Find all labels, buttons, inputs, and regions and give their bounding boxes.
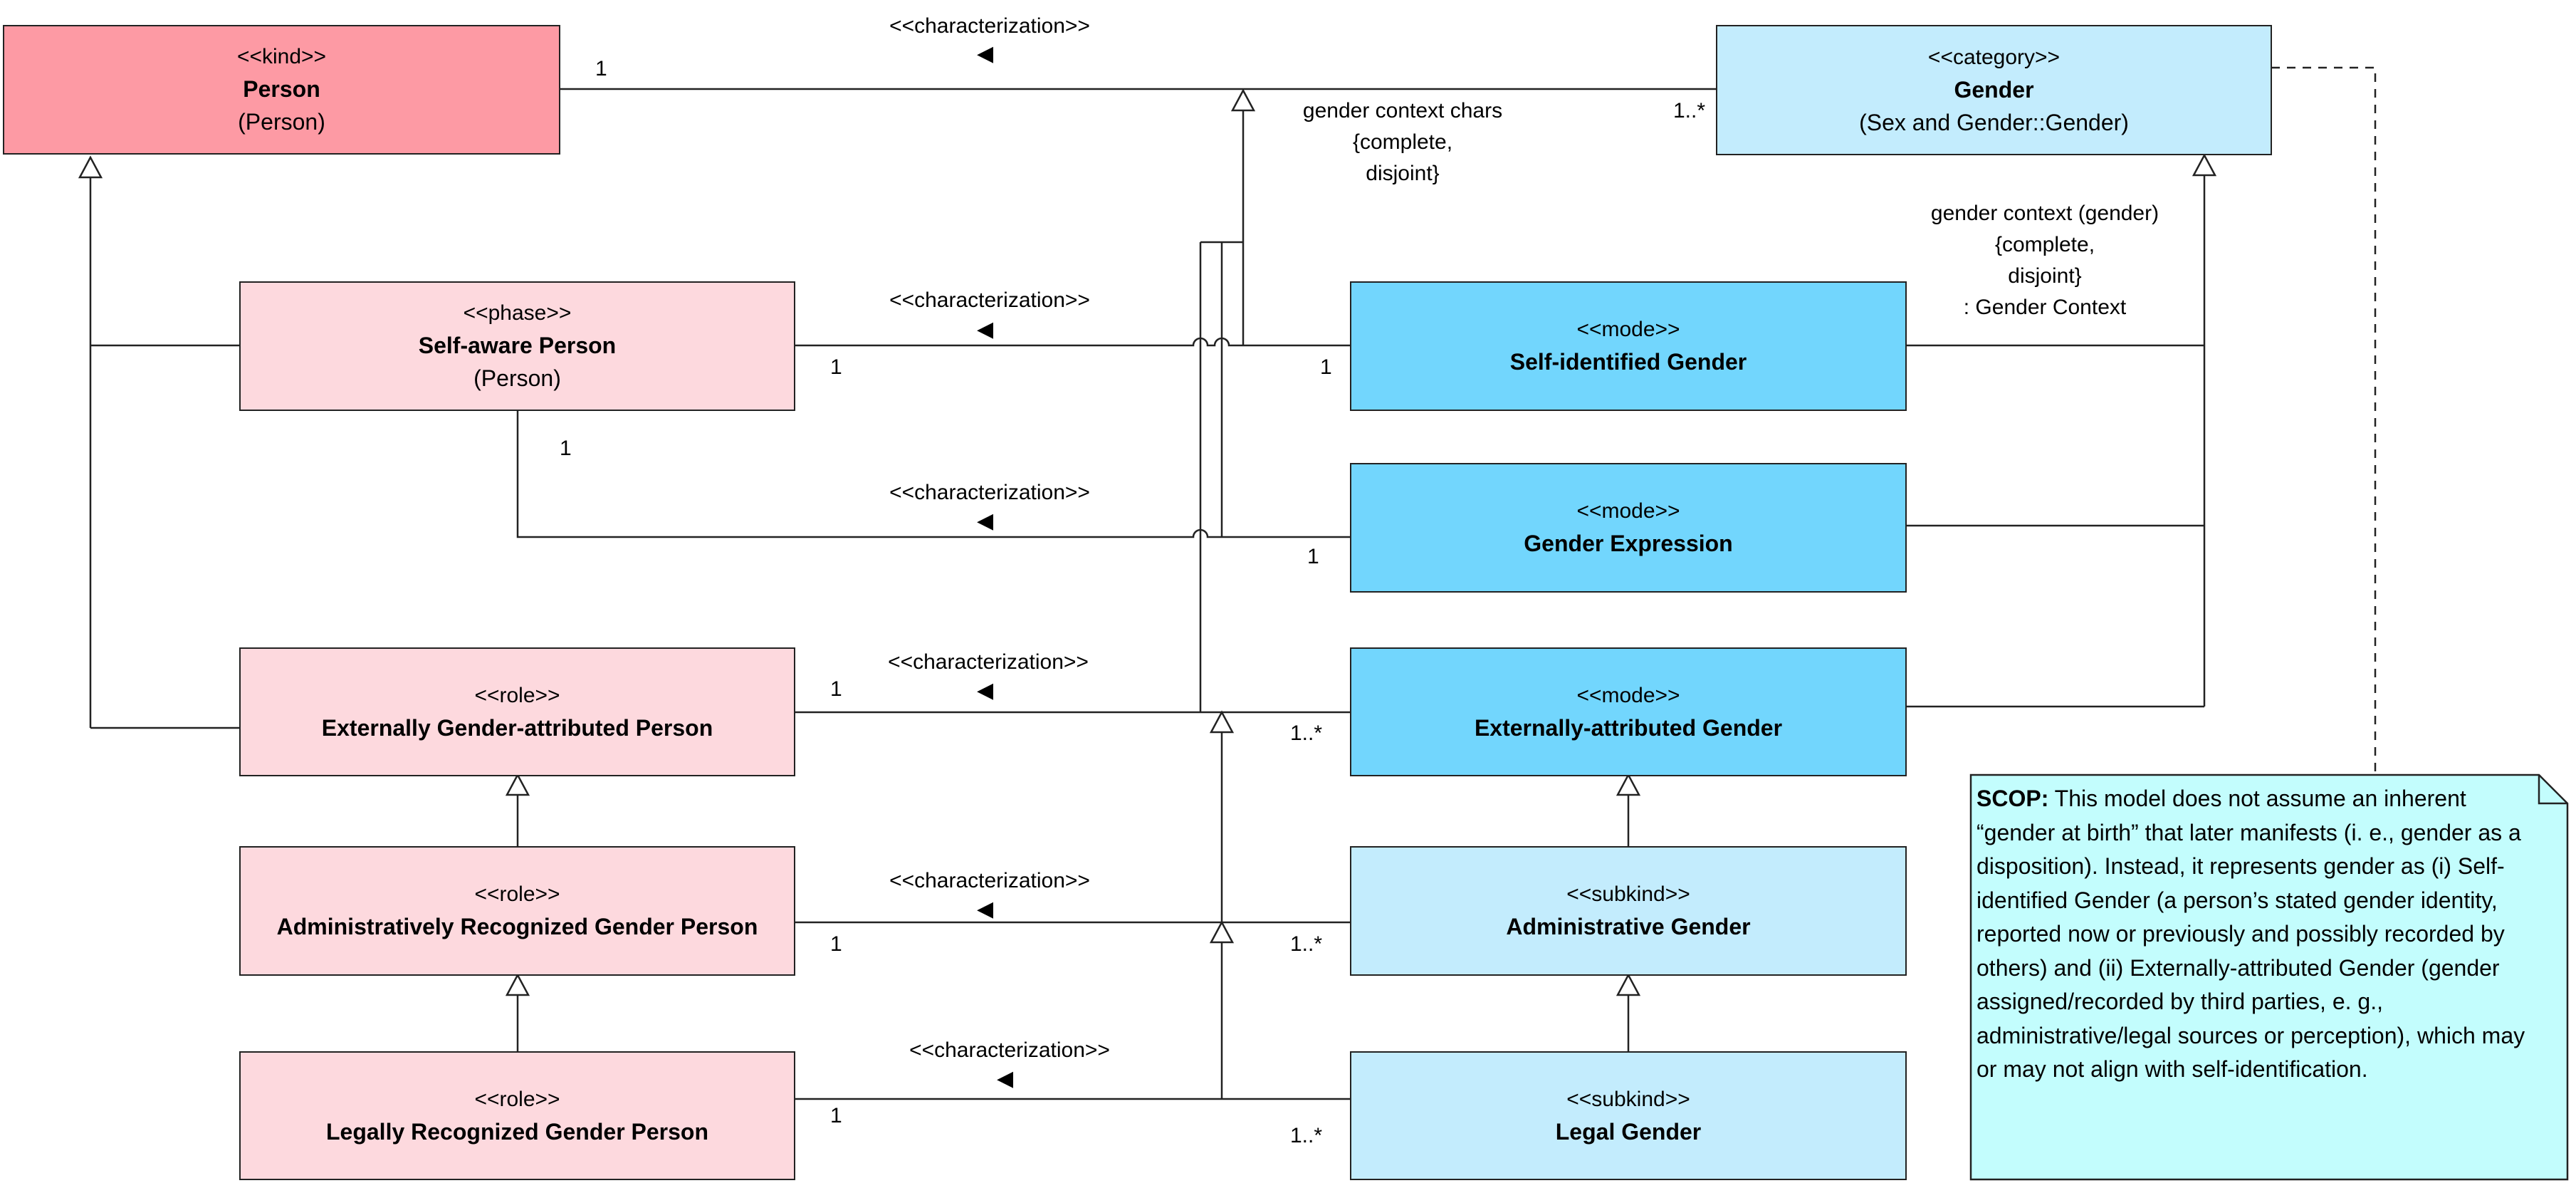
stereotype-label: <<subkind>> bbox=[1566, 1087, 1690, 1111]
class-self-aware-person[interactable]: <<phase>> Self-aware Person (Person) bbox=[239, 281, 795, 411]
class-name: Externally Gender-attributed Person bbox=[321, 714, 713, 741]
multiplicity-label: 1..* bbox=[1290, 721, 1323, 745]
stereotype-characterization-label: <<characterization>> bbox=[889, 481, 1090, 504]
class-name: Self-identified Gender bbox=[1509, 349, 1747, 375]
stereotype-label: <<category>> bbox=[1927, 45, 2061, 69]
generalization-arrow-icon bbox=[2192, 153, 2217, 177]
class-name: Person bbox=[243, 76, 320, 102]
class-self-identified-gender[interactable]: <<mode>> Self-identified Gender bbox=[1350, 281, 1907, 411]
scop-note: SCOP: This model does not assume an inhe… bbox=[1971, 775, 2567, 1179]
generalization-arrow-icon bbox=[1616, 973, 1641, 996]
multiplicity-label: 1..* bbox=[1290, 932, 1323, 956]
association-direction-icon: ◀ bbox=[977, 318, 994, 341]
class-externally-attributed-gender[interactable]: <<mode>> Externally-attributed Gender bbox=[1350, 647, 1907, 776]
multiplicity-label: 1..* bbox=[1290, 1124, 1323, 1147]
stereotype-characterization-label: <<characterization>> bbox=[889, 869, 1090, 892]
stereotype-characterization-label: <<characterization>> bbox=[888, 650, 1089, 674]
note-shape bbox=[1969, 773, 2569, 1181]
class-source: (Sex and Gender::Gender) bbox=[1859, 109, 2129, 135]
class-name: Legally Recognized Gender Person bbox=[325, 1118, 709, 1145]
class-name: Administrative Gender bbox=[1506, 914, 1751, 939]
class-source: (Person) bbox=[238, 109, 325, 135]
genset-gender-context-chars-complete: {complete, bbox=[1352, 130, 1453, 154]
class-source: (Person) bbox=[473, 365, 561, 391]
multiplicity-label: 1 bbox=[830, 1104, 842, 1127]
class-person[interactable]: <<kind>> Person (Person) bbox=[3, 25, 560, 155]
generalization-arrow-icon bbox=[1209, 710, 1235, 734]
stereotype-label: <<phase>> bbox=[463, 301, 572, 325]
assoc-selfaware-expression bbox=[516, 410, 1222, 538]
generalization-arrow-icon bbox=[1209, 920, 1235, 944]
class-name: Gender Expression bbox=[1524, 531, 1733, 556]
note-label: SCOP: bbox=[1976, 786, 2049, 811]
association-direction-icon: ◀ bbox=[977, 679, 994, 702]
stereotype-label: <<mode>> bbox=[1576, 683, 1680, 707]
class-gender-expression[interactable]: <<mode>> Gender Expression bbox=[1350, 463, 1907, 593]
stereotype-characterization-label: <<characterization>> bbox=[889, 288, 1090, 312]
genset-gender-context-disjoint: disjoint} bbox=[2008, 264, 2082, 288]
class-name: Self-aware Person bbox=[418, 333, 617, 358]
multiplicity-label: 1 bbox=[830, 677, 842, 701]
class-name: Administratively Recognized Gender Perso… bbox=[276, 914, 758, 939]
assoc-selfaware-selfidentified bbox=[795, 337, 1243, 347]
genset-gender-context-chars-disjoint: disjoint} bbox=[1366, 162, 1440, 185]
stereotype-label: <<role>> bbox=[474, 683, 560, 707]
note-text: This model does not assume an inherent “… bbox=[1976, 786, 2525, 1082]
association-direction-icon: ◀ bbox=[977, 897, 994, 921]
stereotype-label: <<mode>> bbox=[1576, 499, 1680, 523]
multiplicity-label: 1..* bbox=[1673, 99, 1706, 123]
stereotype-characterization-label: <<characterization>> bbox=[889, 14, 1090, 38]
class-name: Legal Gender bbox=[1555, 1118, 1702, 1145]
class-legal-gender[interactable]: <<subkind>> Legal Gender bbox=[1350, 1051, 1907, 1180]
stereotype-label: <<kind>> bbox=[236, 45, 327, 68]
stereotype-label: <<subkind>> bbox=[1566, 882, 1690, 906]
note-anchor bbox=[2271, 66, 2377, 775]
stereotype-label: <<role>> bbox=[474, 882, 560, 906]
generalization-arrow-icon bbox=[78, 155, 103, 179]
genset-gender-context-name: gender context (gender) bbox=[1930, 202, 2159, 225]
generalization-arrow-icon bbox=[505, 773, 530, 796]
stereotype-characterization-label: <<characterization>> bbox=[909, 1038, 1110, 1062]
generalization-arrow-icon bbox=[1616, 773, 1641, 796]
association-direction-icon: ◀ bbox=[977, 509, 994, 533]
genset-gender-context-type: : Gender Context bbox=[1963, 296, 2127, 319]
class-legally-recognized-gender-person[interactable]: <<role>> Legally Recognized Gender Perso… bbox=[239, 1051, 795, 1180]
association-direction-icon: ◀ bbox=[977, 42, 994, 66]
class-externally-gender-attributed-person[interactable]: <<role>> Externally Gender-attributed Pe… bbox=[239, 647, 795, 776]
genset-gender-context-complete: {complete, bbox=[1994, 233, 2095, 256]
multiplicity-label: 1 bbox=[1307, 545, 1319, 568]
class-name: Externally-attributed Gender bbox=[1474, 714, 1783, 741]
multiplicity-label: 1 bbox=[830, 355, 842, 379]
class-administratively-recognized-gender-person[interactable]: <<role>> Administratively Recognized Gen… bbox=[239, 846, 795, 976]
multiplicity-label: 1 bbox=[1320, 355, 1332, 379]
multiplicity-label: 1 bbox=[560, 437, 572, 460]
class-name: Gender bbox=[1954, 76, 2034, 103]
genset-gender-context-chars-name: gender context chars bbox=[1302, 99, 1503, 123]
class-administrative-gender[interactable]: <<subkind>> Administrative Gender bbox=[1350, 846, 1907, 976]
stereotype-label: <<mode>> bbox=[1576, 318, 1680, 341]
generalization-arrow-icon bbox=[1230, 88, 1256, 112]
generalization-arrow-icon bbox=[505, 973, 530, 996]
multiplicity-label: 1 bbox=[595, 57, 607, 80]
class-gender[interactable]: <<category>> Gender (Sex and Gender::Gen… bbox=[1716, 25, 2272, 155]
stereotype-label: <<role>> bbox=[474, 1087, 560, 1111]
association-direction-icon: ◀ bbox=[997, 1067, 1014, 1090]
multiplicity-label: 1 bbox=[830, 932, 842, 956]
